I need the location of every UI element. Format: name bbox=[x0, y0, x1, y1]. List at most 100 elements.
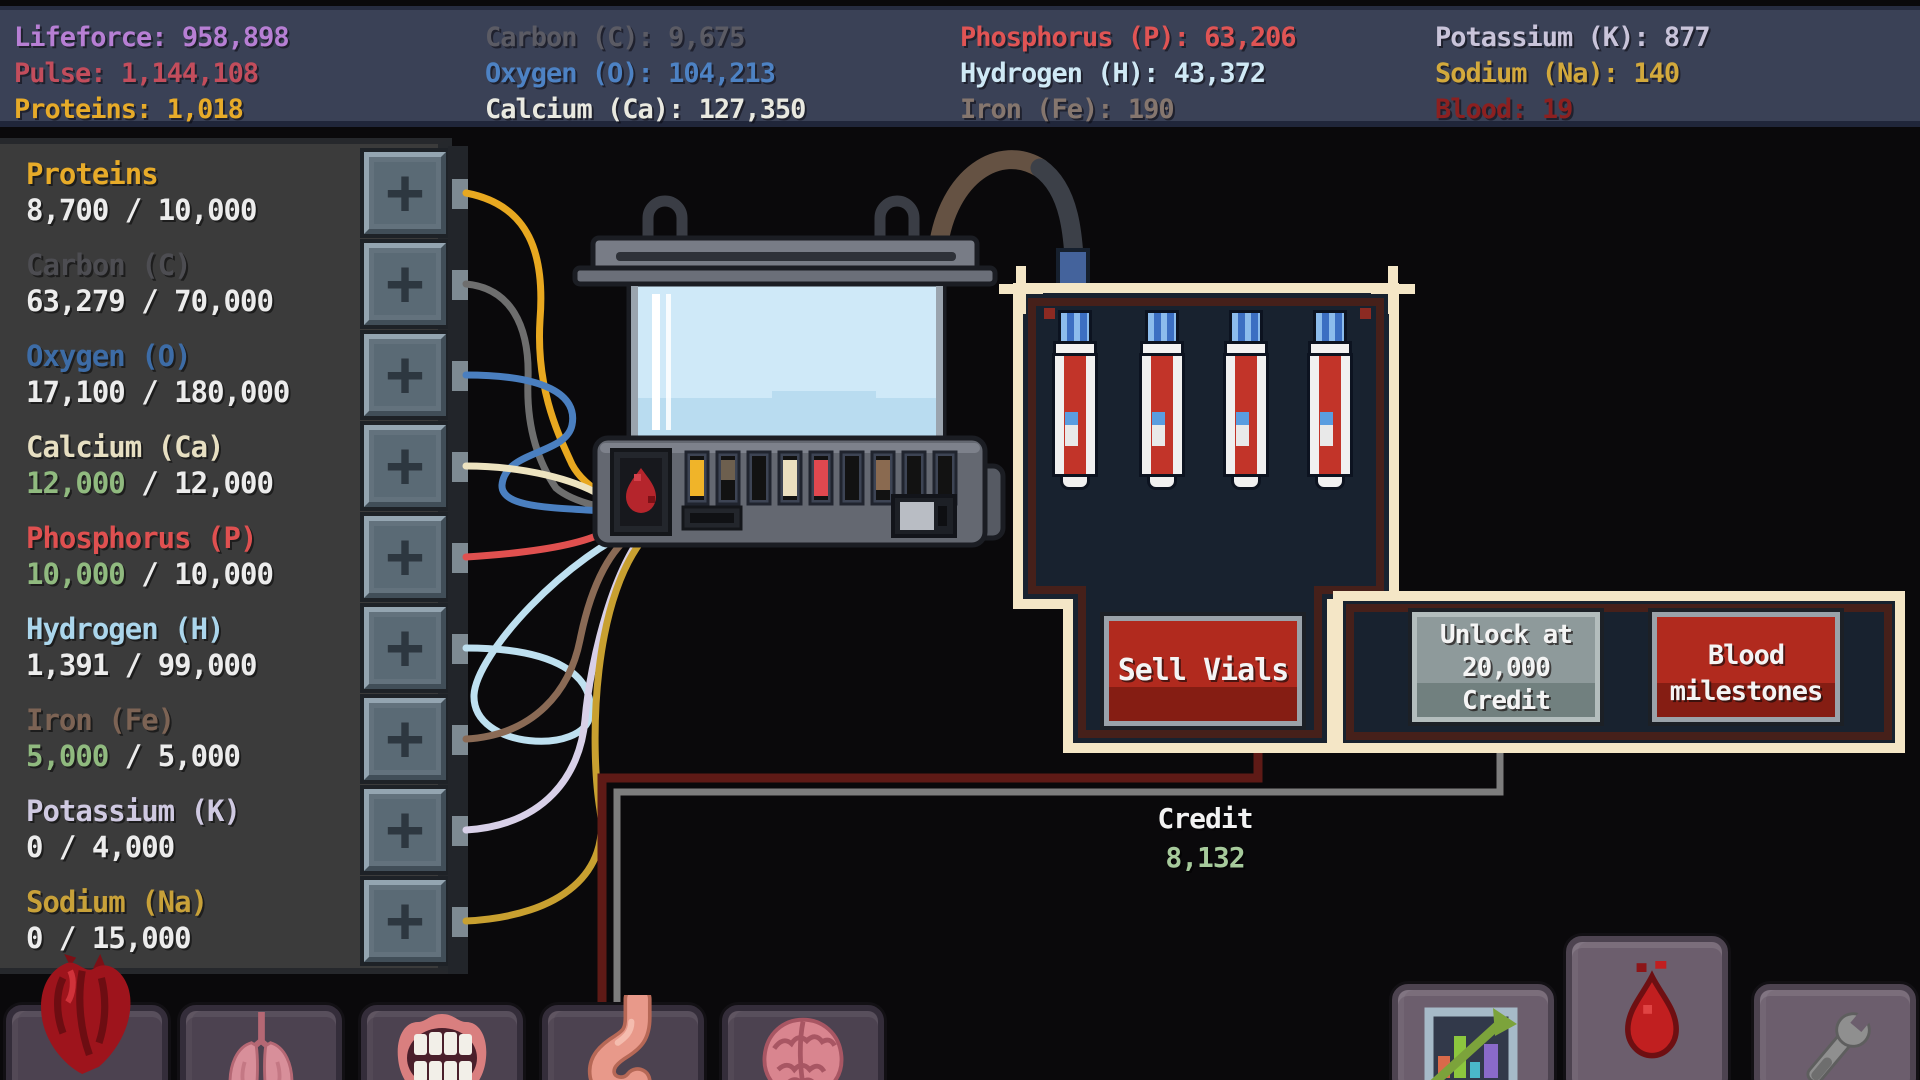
vial-label bbox=[1236, 412, 1249, 446]
sample-slots bbox=[684, 450, 958, 506]
blood-vial-2 bbox=[1140, 310, 1184, 490]
resource-label: Phosphorus (P) bbox=[26, 521, 257, 555]
sell-vials-button[interactable]: Sell Vials bbox=[1104, 616, 1302, 726]
credit-value: 8,132 bbox=[1165, 841, 1245, 874]
stats-chart-icon bbox=[1424, 1007, 1518, 1080]
top-bar-column-4: Potassium (K): 877 Sodium (Na): 140 Bloo… bbox=[1435, 20, 1711, 128]
resource-row-phosphorus: Phosphorus (P) 10,000 / 10,000 bbox=[26, 522, 356, 602]
wire-iron bbox=[462, 521, 652, 743]
resource-row-sodium: Sodium (Na) 0 / 15,000 bbox=[26, 886, 356, 966]
corner-bracket-left bbox=[999, 266, 1043, 314]
stat-blood: Blood: 19 bbox=[1435, 94, 1573, 125]
add-phosphorus-button[interactable]: + bbox=[364, 516, 446, 598]
resource-value: 1,391 / 99,000 bbox=[26, 648, 257, 682]
brain-icon bbox=[762, 1017, 844, 1080]
resource-row-calcium: Calcium (Ca) 12,000 / 12,000 bbox=[26, 431, 356, 511]
resource-value: 63,279 / 70,000 bbox=[26, 284, 274, 318]
resource-label: Proteins bbox=[26, 157, 159, 191]
wire-proteins bbox=[462, 189, 649, 516]
heart-icon bbox=[41, 954, 131, 1074]
stat-phosphorus: Phosphorus (P): 63,206 bbox=[960, 22, 1297, 53]
resource-row-potassium: Potassium (K) 0 / 4,000 bbox=[26, 795, 356, 875]
wire-oxygen bbox=[462, 371, 647, 520]
top-resource-bar: Lifeforce: 958,898 Pulse: 1,144,108 Prot… bbox=[0, 6, 1920, 127]
stat-carbon: Carbon (C): 9,675 bbox=[485, 22, 745, 53]
corner-bracket-right bbox=[1371, 266, 1415, 314]
blood-vial-3 bbox=[1224, 310, 1268, 490]
wire-ports bbox=[448, 146, 468, 974]
resource-row-carbon: Carbon (C) 63,279 / 70,000 bbox=[26, 249, 356, 329]
stat-proteins: Proteins: 1,018 bbox=[14, 94, 244, 125]
resource-row-oxygen: Oxygen (O) 17,100 / 180,000 bbox=[26, 340, 356, 420]
stat-oxygen: Oxygen (O): 104,213 bbox=[485, 58, 776, 89]
stat-calcium: Calcium (Ca): 127,350 bbox=[485, 94, 806, 125]
blood-vial-1 bbox=[1053, 310, 1097, 490]
heart-indicator bbox=[610, 448, 672, 536]
resource-value: 0 / 15,000 bbox=[26, 921, 192, 955]
stat-pulse: Pulse: 1,144,108 bbox=[14, 58, 259, 89]
stat-sodium: Sodium (Na): 140 bbox=[1435, 58, 1680, 89]
resource-row-iron: Iron (Fe) 5,000 / 5,000 bbox=[26, 704, 356, 784]
top-bar-column-3: Phosphorus (P): 63,206 Hydrogen (H): 43,… bbox=[960, 20, 1297, 128]
resource-value: 5,000 / 5,000 bbox=[26, 739, 241, 773]
tank-handle-left bbox=[642, 195, 688, 240]
resource-label: Sodium (Na) bbox=[26, 885, 208, 919]
add-sodium-button[interactable]: + bbox=[364, 880, 446, 962]
credit-display: Credit 8,132 bbox=[1095, 802, 1315, 874]
sell-output-pipe bbox=[597, 742, 1263, 1020]
resource-value: 8,700 / 10,000 bbox=[26, 193, 257, 227]
resource-label: Hydrogen (H) bbox=[26, 612, 225, 646]
lungs-icon bbox=[228, 1012, 294, 1080]
resource-value: 12,000 / 12,000 bbox=[26, 466, 274, 500]
vial-label bbox=[1320, 412, 1333, 446]
tank-handle-right bbox=[874, 195, 920, 240]
stat-hydrogen: Hydrogen (H): 43,372 bbox=[960, 58, 1266, 89]
biomatter-machine bbox=[572, 195, 1006, 548]
vial-cap bbox=[1229, 310, 1263, 341]
add-oxygen-button[interactable]: + bbox=[364, 334, 446, 416]
resource-row-hydrogen: Hydrogen (H) 1,391 / 99,000 bbox=[26, 613, 356, 693]
resource-value: 10,000 / 10,000 bbox=[26, 557, 274, 591]
add-hydrogen-button[interactable]: + bbox=[364, 607, 446, 689]
blood-vial-4 bbox=[1308, 310, 1352, 490]
top-bar-column-2: Carbon (C): 9,675 Oxygen (O): 104,213 Ca… bbox=[485, 20, 806, 128]
stomach-organ-button[interactable] bbox=[542, 1005, 704, 1080]
stat-iron: Iron (Fe): 190 bbox=[960, 94, 1175, 125]
resource-value: 0 / 4,000 bbox=[26, 830, 175, 864]
wire-carbon bbox=[462, 280, 646, 518]
add-calcium-button[interactable]: + bbox=[364, 425, 446, 507]
credit-output-pipe bbox=[613, 750, 1504, 1020]
add-iron-button[interactable]: + bbox=[364, 698, 446, 780]
add-proteins-button[interactable]: + bbox=[364, 152, 446, 234]
resource-label: Oxygen (O) bbox=[26, 339, 192, 373]
unlock-upgrade-button[interactable]: Unlock at 20,000 Credit bbox=[1412, 612, 1600, 722]
machine-hose bbox=[928, 150, 1090, 315]
add-carbon-button[interactable]: + bbox=[364, 243, 446, 325]
blood-milestones-button[interactable]: Blood milestones bbox=[1652, 612, 1840, 722]
resource-row-proteins: Proteins 8,700 / 10,000 bbox=[26, 158, 356, 238]
wrench-icon bbox=[1806, 1009, 1873, 1080]
resource-label: Potassium (K) bbox=[26, 794, 241, 828]
vial-cap bbox=[1145, 310, 1179, 341]
resource-label: Carbon (C) bbox=[26, 248, 192, 282]
resource-label: Iron (Fe) bbox=[26, 703, 175, 737]
stomach-icon bbox=[587, 995, 652, 1080]
add-potassium-button[interactable]: + bbox=[364, 789, 446, 871]
vial-cap bbox=[1058, 310, 1092, 341]
resource-wires bbox=[462, 189, 656, 925]
vial-cap bbox=[1313, 310, 1347, 341]
mouth-icon bbox=[397, 1014, 487, 1080]
tank-liquid bbox=[632, 391, 941, 438]
stat-potassium: Potassium (K): 877 bbox=[1435, 22, 1711, 53]
power-switch[interactable] bbox=[891, 494, 957, 538]
wire-sodium bbox=[462, 525, 656, 925]
vial-label bbox=[1152, 412, 1165, 446]
vial-label bbox=[1065, 412, 1078, 446]
stat-lifeforce: Lifeforce: 958,898 bbox=[14, 22, 290, 53]
blood-drop-icon bbox=[1625, 961, 1679, 1059]
credit-label: Credit bbox=[1157, 802, 1253, 835]
resource-label: Calcium (Ca) bbox=[26, 430, 225, 464]
top-bar-column-1: Lifeforce: 958,898 Pulse: 1,144,108 Prot… bbox=[14, 20, 290, 128]
